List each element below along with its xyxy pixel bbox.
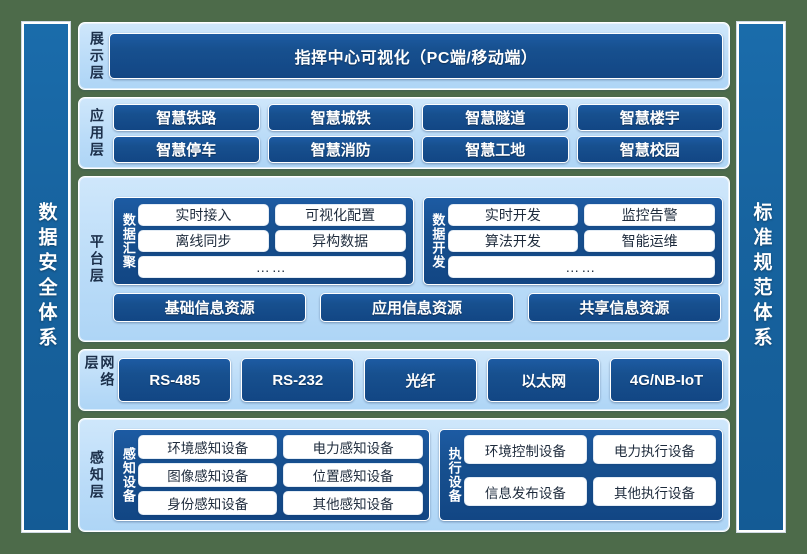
sensing-item[interactable]: 电力感知设备 (283, 435, 423, 459)
network-item[interactable]: 以太网 (487, 358, 601, 402)
sensing-item[interactable]: 身份感知设备 (138, 491, 278, 515)
network-items: RS-485 RS-232 光纤 以太网 4G/NB-IoT (114, 358, 724, 402)
group-data-development-label-text: 数据开发 (430, 212, 446, 269)
platform-item-more[interactable]: …… (138, 255, 406, 278)
actuating-item[interactable]: 其他执行设备 (592, 477, 716, 506)
layer-application-body: 智慧铁路 智慧城铁 智慧隧道 智慧楼宇 智慧停车 智慧消防 智慧工地 智慧校园 (109, 103, 723, 163)
right-pillar-standards: 标准规范体系 (737, 22, 785, 532)
layer-perception-label-text: 感知层 (88, 449, 105, 501)
group-data-development-label: 数据开发 (428, 204, 448, 278)
group-sensing-devices-label-text: 感知设备 (120, 447, 136, 503)
resource-item[interactable]: 应用信息资源 (320, 292, 514, 322)
layer-perception-label: 感知层 (83, 424, 109, 526)
group-data-aggregation-label: 数据汇聚 (118, 204, 138, 278)
platform-item[interactable]: 离线同步 (138, 229, 269, 252)
application-item[interactable]: 智慧楼宇 (576, 103, 723, 131)
left-pillar-data-security: 数据安全体系 (22, 22, 70, 532)
sensing-item[interactable]: 环境感知设备 (138, 435, 278, 459)
presentation-banner[interactable]: 指挥中心可视化（PC端/移动端） (109, 33, 723, 79)
application-item[interactable]: 智慧校园 (576, 135, 723, 163)
actuating-item[interactable]: 电力执行设备 (592, 435, 716, 464)
platform-item[interactable]: 实时开发 (447, 203, 579, 226)
layer-perception-body: 感知设备 环境感知设备 电力感知设备 图像感知设备 位置感知设备 身份感知设备 … (109, 424, 723, 526)
group-sensing-devices-label: 感知设备 (118, 435, 138, 515)
layer-platform-body: 数据汇聚 实时接入 可视化配置 离线同步 异构数据 …… 数据开发 (109, 182, 723, 336)
application-item[interactable]: 智慧工地 (422, 135, 569, 163)
platform-item[interactable]: 可视化配置 (274, 203, 406, 226)
platform-resources: 基础信息资源 应用信息资源 共享信息资源 (109, 285, 723, 322)
perception-groups: 感知设备 环境感知设备 电力感知设备 图像感知设备 位置感知设备 身份感知设备 … (109, 429, 723, 521)
platform-item[interactable]: 实时接入 (138, 203, 269, 226)
layer-platform-label: 平台层 (83, 182, 109, 336)
network-item[interactable]: 4G/NB-IoT (610, 358, 724, 402)
layer-application-label: 应用层 (83, 103, 109, 163)
application-grid: 智慧铁路 智慧城铁 智慧隧道 智慧楼宇 智慧停车 智慧消防 智慧工地 智慧校园 (109, 103, 723, 163)
group-sensing-devices-items: 环境感知设备 电力感知设备 图像感知设备 位置感知设备 身份感知设备 其他感知设… (138, 435, 423, 515)
group-data-aggregation-items: 实时接入 可视化配置 离线同步 异构数据 …… (138, 203, 406, 278)
group-actuating-devices-label: 执行设备 (444, 435, 464, 515)
layer-network-label-text: 网络层 (83, 355, 116, 389)
layer-application-label-text: 应用层 (88, 107, 105, 159)
network-item[interactable]: RS-485 (118, 358, 232, 402)
layer-platform-label-text: 平台层 (88, 233, 105, 285)
group-data-aggregation-label-text: 数据汇聚 (120, 212, 136, 269)
group-data-development-items: 实时开发 监控告警 算法开发 智能运维 …… (447, 203, 715, 278)
group-actuating-devices-label-text: 执行设备 (446, 447, 462, 503)
application-item[interactable]: 智慧隧道 (422, 103, 569, 131)
layer-network-body: RS-485 RS-232 光纤 以太网 4G/NB-IoT (114, 355, 724, 405)
network-item[interactable]: 光纤 (364, 358, 478, 402)
sensing-item[interactable]: 其他感知设备 (283, 491, 423, 515)
group-data-aggregation: 数据汇聚 实时接入 可视化配置 离线同步 异构数据 …… (113, 196, 414, 285)
layer-perception: 感知层 感知设备 环境感知设备 电力感知设备 图像感知设备 位置感知设备 身份感… (78, 418, 730, 532)
layer-application: 应用层 智慧铁路 智慧城铁 智慧隧道 智慧楼宇 智慧停车 智慧消防 智慧工地 智… (78, 97, 730, 169)
left-pillar-label: 数据安全体系 (35, 202, 57, 352)
layer-network: 网络层 RS-485 RS-232 光纤 以太网 4G/NB-IoT (78, 349, 730, 411)
platform-groups: 数据汇聚 实时接入 可视化配置 离线同步 异构数据 …… 数据开发 (109, 196, 723, 285)
resource-item[interactable]: 共享信息资源 (527, 292, 721, 322)
layer-presentation-label-text: 展示层 (88, 30, 105, 82)
platform-item-more[interactable]: …… (447, 255, 715, 278)
group-actuating-devices-items: 环境控制设备 电力执行设备 信息发布设备 其他执行设备 (463, 435, 716, 515)
application-item[interactable]: 智慧城铁 (267, 103, 414, 131)
layer-presentation-body: 指挥中心可视化（PC端/移动端） (109, 28, 723, 84)
platform-item[interactable]: 智能运维 (584, 229, 715, 252)
application-item[interactable]: 智慧停车 (113, 135, 260, 163)
resource-item[interactable]: 基础信息资源 (113, 292, 307, 322)
layer-platform: 平台层 数据汇聚 实时接入 可视化配置 离线同步 异构数据 …… (78, 176, 730, 342)
group-sensing-devices: 感知设备 环境感知设备 电力感知设备 图像感知设备 位置感知设备 身份感知设备 … (113, 429, 430, 521)
group-actuating-devices: 执行设备 环境控制设备 电力执行设备 信息发布设备 其他执行设备 (438, 429, 723, 521)
application-item[interactable]: 智慧铁路 (113, 103, 260, 131)
group-data-development: 数据开发 实时开发 监控告警 算法开发 智能运维 …… (422, 196, 723, 285)
actuating-item[interactable]: 信息发布设备 (463, 477, 587, 506)
layer-presentation: 展示层 指挥中心可视化（PC端/移动端） (78, 22, 730, 90)
sensing-item[interactable]: 图像感知设备 (138, 463, 278, 487)
platform-item[interactable]: 算法开发 (447, 229, 579, 252)
network-item[interactable]: RS-232 (241, 358, 355, 402)
sensing-item[interactable]: 位置感知设备 (283, 463, 423, 487)
right-pillar-label: 标准规范体系 (750, 202, 772, 352)
layer-network-label: 网络层 (83, 355, 116, 405)
actuating-item[interactable]: 环境控制设备 (463, 435, 587, 464)
platform-item[interactable]: 监控告警 (584, 203, 715, 226)
application-item[interactable]: 智慧消防 (267, 135, 414, 163)
layer-presentation-label: 展示层 (83, 28, 109, 84)
platform-item[interactable]: 异构数据 (274, 229, 406, 252)
